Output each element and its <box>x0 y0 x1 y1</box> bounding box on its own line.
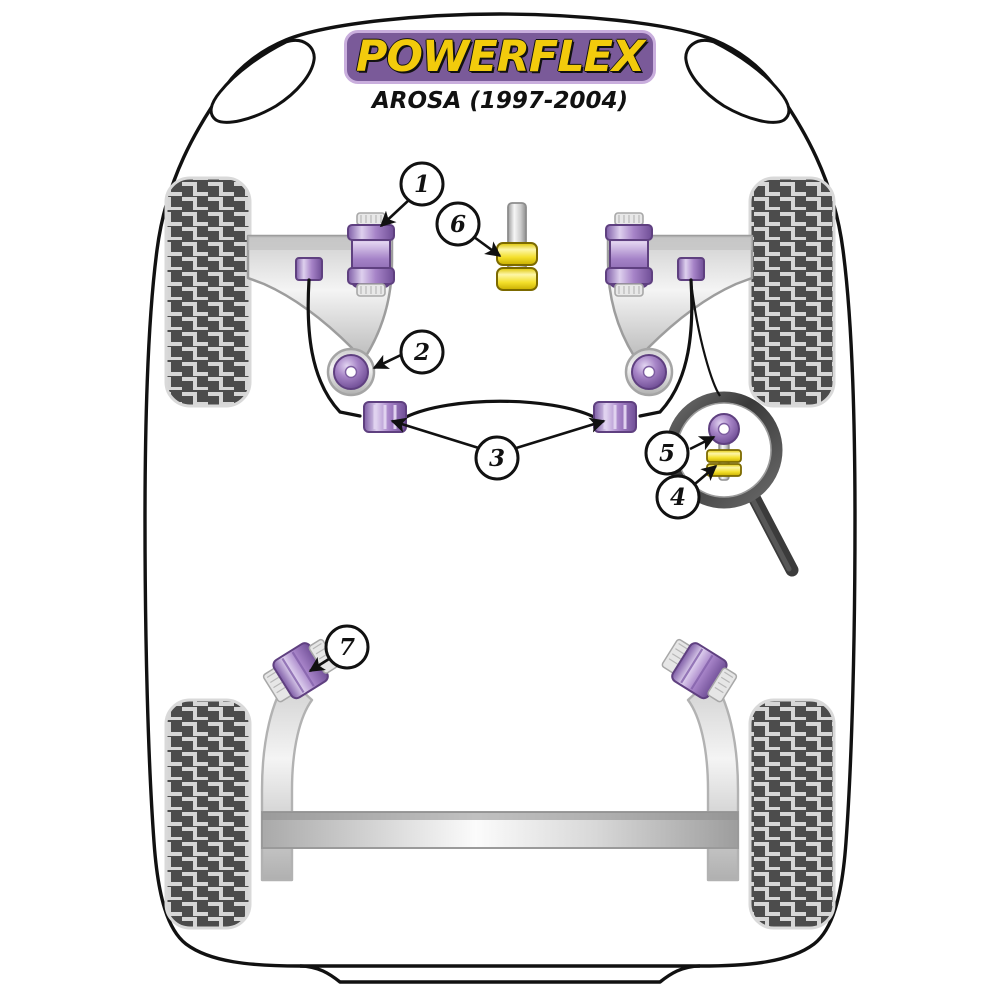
powerflex-logo-text: POWERFLEX <box>355 32 645 82</box>
callout-7-label: 7 <box>339 634 355 661</box>
callout-3-label: 3 <box>489 445 505 472</box>
front-anti-roll-bar-bush-left <box>363 401 407 433</box>
front-right-subframe-bush <box>677 257 705 281</box>
callout-1[interactable]: 1 <box>399 161 445 207</box>
leader-3b <box>512 417 606 451</box>
callout-6-label: 6 <box>450 211 466 238</box>
callout-4-label: 4 <box>670 484 686 511</box>
callout-3[interactable]: 3 <box>474 435 520 481</box>
front-left-subframe-bush <box>295 257 323 281</box>
callout-6[interactable]: 6 <box>435 201 481 247</box>
front-left-tyre <box>164 176 252 408</box>
wing-mirror-left <box>209 39 316 124</box>
powerflex-branding: POWERFLEX AROSA (1997-2004) <box>344 30 656 116</box>
leader-1 <box>379 198 411 228</box>
vehicle-model-label: AROSA (1997-2004) <box>371 88 629 114</box>
rear-right-tyre <box>748 698 836 930</box>
magnifier-detail-view <box>665 391 799 577</box>
rear-axle-beam <box>261 811 739 849</box>
leader-6 <box>473 235 502 258</box>
callout-4[interactable]: 4 <box>655 474 701 520</box>
leader-3a <box>390 417 483 451</box>
callout-1-label: 1 <box>414 171 430 198</box>
front-left-wishbone-front-bush <box>347 212 395 297</box>
logo-plate <box>344 30 656 84</box>
rear-left-tyre <box>164 698 252 930</box>
callout-7[interactable]: 7 <box>324 624 370 670</box>
callout-2[interactable]: 2 <box>399 329 445 375</box>
front-right-wishbone-front-bush <box>605 212 653 297</box>
front-right-tyre <box>748 176 836 408</box>
front-anti-roll-bar-bush-right <box>593 401 637 433</box>
wing-mirror-right <box>684 39 791 124</box>
shock-absorber-with-bump-stops <box>496 202 538 291</box>
leader-2 <box>372 352 404 370</box>
front-anti-roll-bar <box>306 278 694 419</box>
magnified-top-mount-bush <box>708 413 740 445</box>
leader-5 <box>689 435 716 451</box>
front-left-lower-ball-joint-bush <box>333 354 369 390</box>
rear-right-beam-mount-bush <box>661 638 738 703</box>
callout-5-label: 5 <box>659 440 675 467</box>
callout-5[interactable]: 5 <box>644 430 690 476</box>
callout-2-label: 2 <box>413 339 430 366</box>
callout-leaders <box>308 198 718 673</box>
front-right-lower-ball-joint-bush <box>631 354 667 390</box>
